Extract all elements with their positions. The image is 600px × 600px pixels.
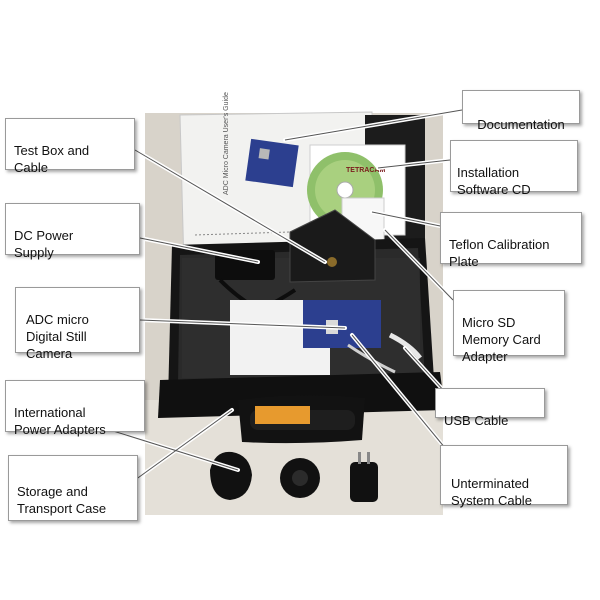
callout-installation-cd: Installation Software CD [450,140,578,197]
callout-dc-power-supply-text: DC Power Supply [14,228,74,260]
cd-label: TETRACAM [346,167,385,174]
callout-test-box-text: Test Box and Cable [14,143,90,175]
callout-micro-sd: Micro SD Memory Card Adapter [453,290,565,364]
callout-test-box: Test Box and Cable [5,118,135,175]
callout-installation-cd-text: Installation Software CD [457,165,531,197]
callout-teflon-plate: Teflon Calibration Plate [440,212,582,269]
callout-adc-camera-text: ADC micro Digital Still Camera [26,312,89,361]
orange-paper [255,406,310,424]
callout-intl-adapters-text: International Power Adapters [14,405,106,437]
callout-documentation: Documentation [462,90,580,132]
callout-documentation-text: Documentation [477,117,565,132]
callout-micro-sd-text: Micro SD Memory Card Adapter [462,315,541,364]
callout-unterminated-cable: Unterminated System Cable [440,445,568,508]
callout-usb-cable-text: USB Cable [444,413,509,428]
callout-usb-cable: USB Cable [435,388,545,428]
callout-teflon-plate-text: Teflon Calibration Plate [449,237,550,269]
callout-storage-case: Storage and Transport Case [8,455,138,521]
power-adapter-eu [280,458,320,498]
callout-storage-case-text: Storage and Transport Case [17,484,107,516]
callout-intl-adapters: International Power Adapters [5,380,145,437]
callout-dc-power-supply: DC Power Supply [5,203,140,260]
callout-unterminated-cable-text: Unterminated System Cable [451,476,532,508]
callout-adc-camera: ADC micro Digital Still Camera [15,287,140,361]
manual-cover-text: ADC Micro Camera User's Guide [223,92,230,195]
adc-micro-camera [303,300,381,348]
